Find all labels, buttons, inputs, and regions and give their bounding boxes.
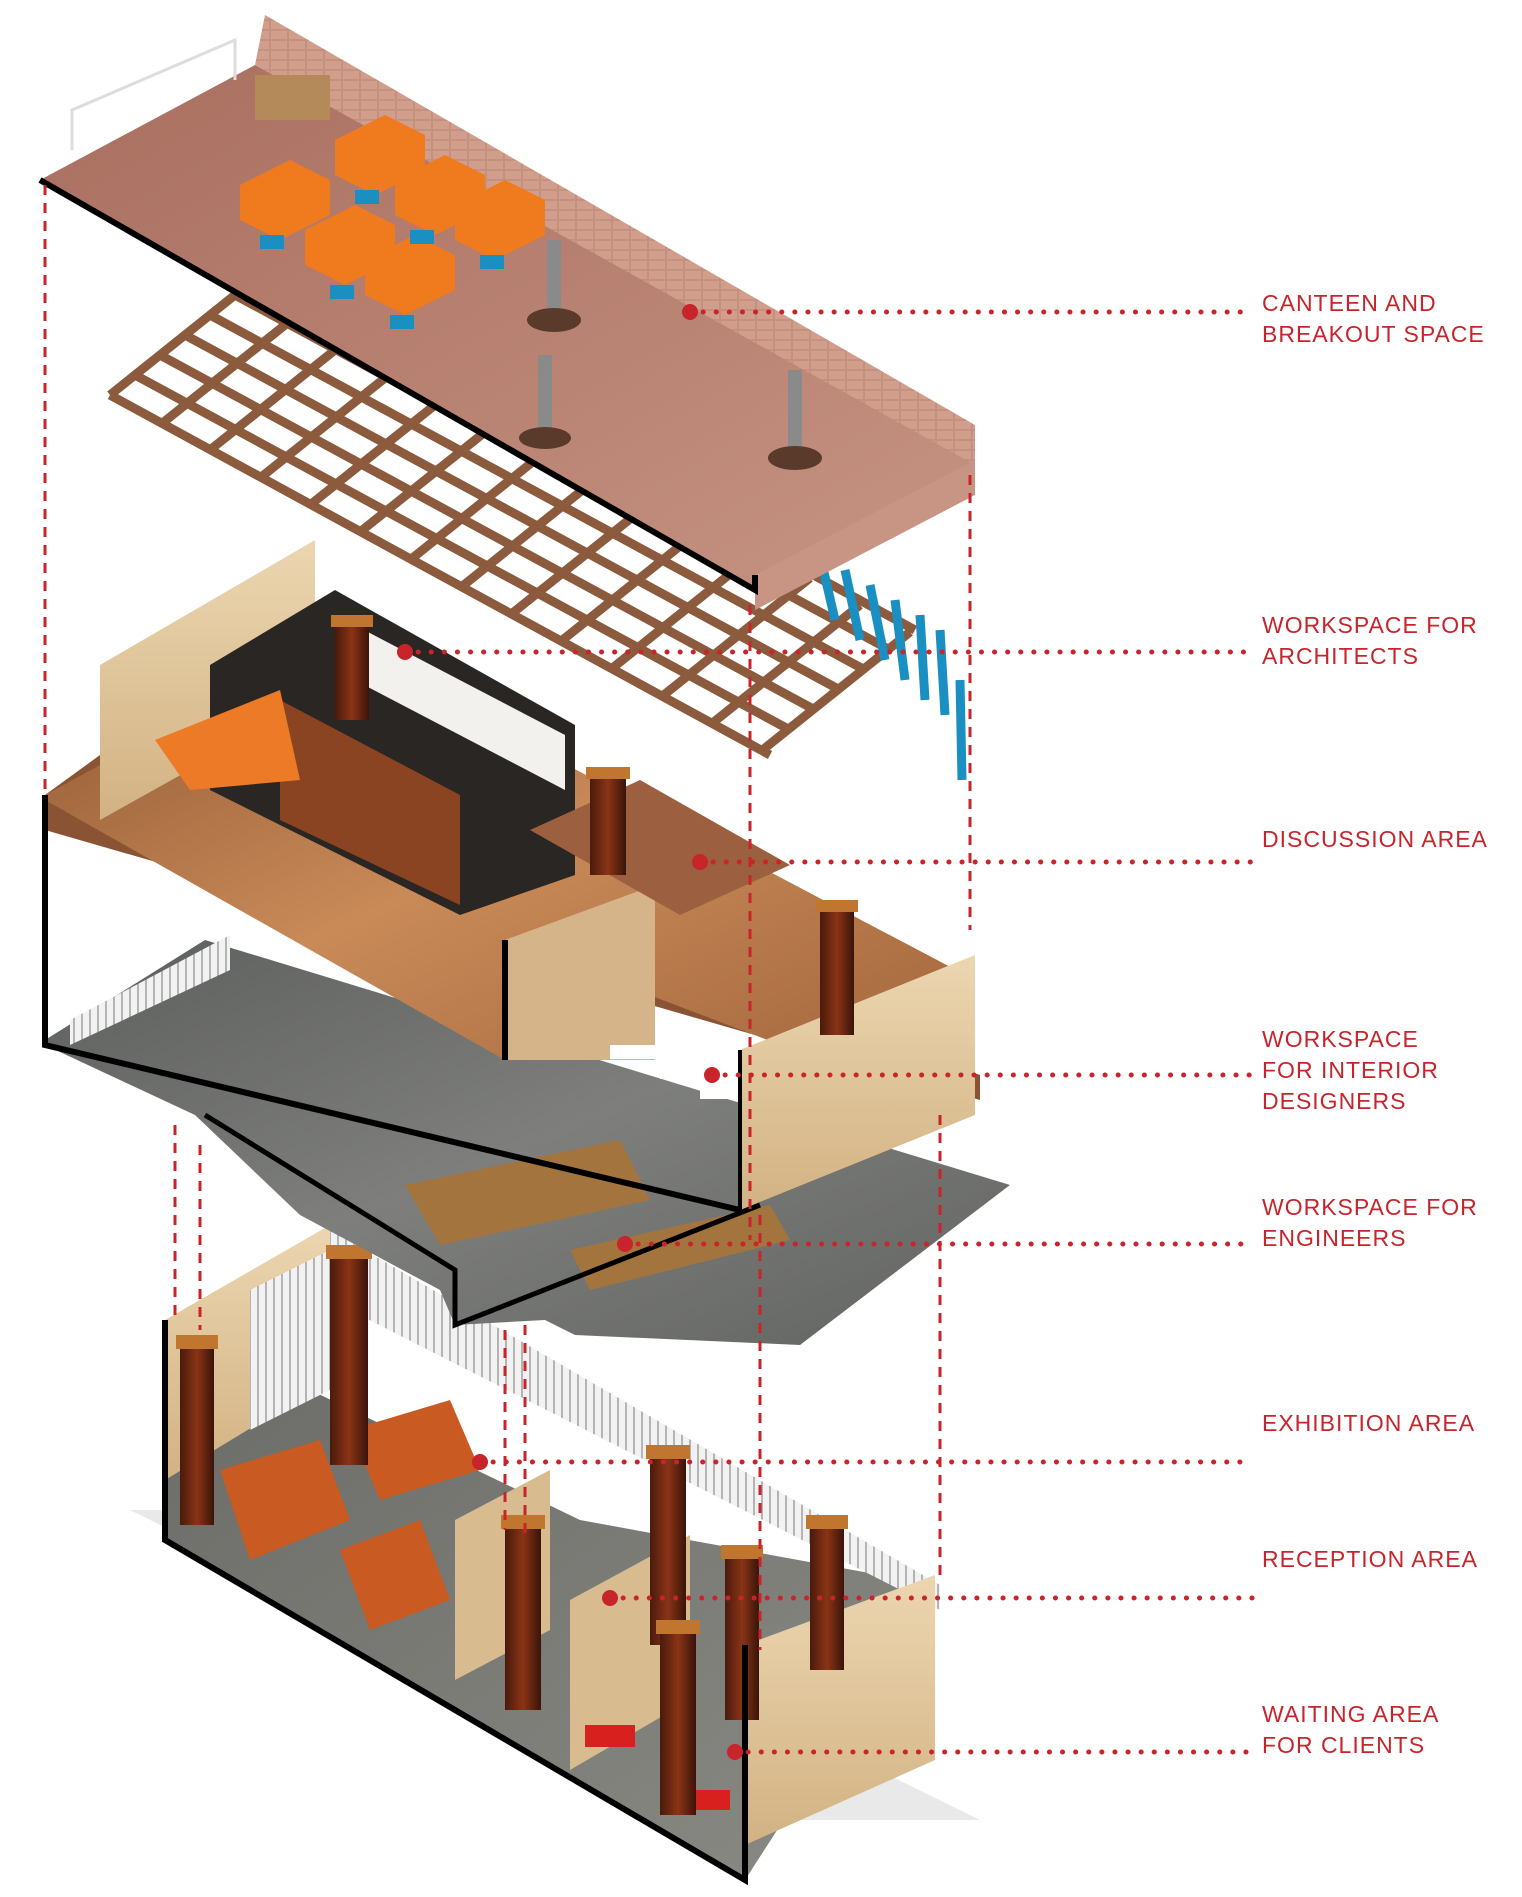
exhibition-sofa-2 xyxy=(350,1400,480,1500)
waiting-bench-2 xyxy=(690,1790,730,1810)
middle-floor xyxy=(42,540,1010,1345)
label-line: DISCUSSION AREA xyxy=(1262,826,1488,852)
label-line: EXHIBITION AREA xyxy=(1262,1410,1476,1436)
discussion-left-wall xyxy=(100,540,315,820)
ground-floor-section-edge xyxy=(162,1320,748,1886)
ground-floor-right-wall xyxy=(745,1575,935,1845)
interior-column-cap xyxy=(816,900,858,912)
canteen-side-wall xyxy=(755,460,975,610)
label-discussion: DISCUSSION AREA xyxy=(1262,824,1512,855)
engineers-wood-slab xyxy=(405,1140,650,1245)
label-line: ARCHITECTS xyxy=(1262,643,1419,669)
architects-column-cap xyxy=(331,615,373,627)
column xyxy=(650,1455,686,1645)
discussion-column xyxy=(590,775,626,875)
label-line: FOR CLIENTS xyxy=(1262,1732,1426,1758)
label-exhibition: EXHIBITION AREA xyxy=(1262,1408,1512,1439)
interior-designers-partition xyxy=(505,885,655,1060)
canteen-counter xyxy=(255,75,330,120)
column xyxy=(505,1525,541,1710)
label-line: ENGINEERS xyxy=(1262,1225,1407,1251)
interior-column xyxy=(820,910,854,1035)
leader-dots xyxy=(397,304,743,1760)
interior-designers-right-wall xyxy=(740,955,975,1210)
glass-screen-wall xyxy=(330,1230,940,1610)
label-line: WORKSPACE xyxy=(1262,1026,1419,1052)
orange-curve-wall xyxy=(155,690,300,790)
top-floor xyxy=(38,15,975,610)
label-line: WAITING AREA xyxy=(1262,1701,1440,1727)
meeting-box-wood-face xyxy=(280,700,460,905)
engineers-wood-slab-2 xyxy=(570,1205,790,1290)
architects-column xyxy=(335,625,369,720)
engineers-rear-glass xyxy=(70,935,230,1045)
ground-floor xyxy=(130,1225,980,1886)
label-waiting: WAITING AREA FOR CLIENTS xyxy=(1262,1699,1512,1761)
label-line: DESIGNERS xyxy=(1262,1088,1407,1114)
dashed-projection-lines xyxy=(43,185,972,1650)
glass-screen-wall-rear xyxy=(250,1250,330,1430)
label-line: WORKSPACE FOR xyxy=(1262,612,1478,638)
waiting-bench xyxy=(585,1725,635,1747)
column-caps xyxy=(176,1245,848,1634)
label-reception: RECEPTION AREA xyxy=(1262,1544,1512,1575)
canteen-railing xyxy=(70,37,237,150)
leader-lines xyxy=(402,309,1255,1755)
column xyxy=(810,1525,844,1670)
label-engineers: WORKSPACE FOR ENGINEERS xyxy=(1262,1192,1512,1254)
canteen-section-edge xyxy=(38,177,758,596)
label-line: BREAKOUT SPACE xyxy=(1262,321,1485,347)
black-meeting-box xyxy=(210,590,575,915)
orange-pods xyxy=(240,115,545,315)
canteen-columns xyxy=(519,240,822,470)
middle-floor-section-edge xyxy=(42,795,741,1213)
label-interior: WORKSPACE FOR INTERIOR DESIGNERS xyxy=(1262,1024,1512,1117)
label-line: CANTEEN AND xyxy=(1262,290,1437,316)
reception-sofa xyxy=(340,1520,450,1630)
label-canteen: CANTEEN AND BREAKOUT SPACE xyxy=(1262,288,1512,350)
exhibition-sofa xyxy=(220,1440,350,1560)
column xyxy=(660,1630,696,1815)
designer-desks xyxy=(610,1045,740,1099)
column xyxy=(330,1255,368,1465)
blue-seats xyxy=(260,190,504,329)
column xyxy=(180,1345,214,1525)
meeting-box-window xyxy=(345,620,565,790)
canteen-rear-wall xyxy=(255,15,975,470)
label-line: RECEPTION AREA xyxy=(1262,1546,1478,1572)
label-line: WORKSPACE FOR xyxy=(1262,1194,1478,1220)
label-line: FOR INTERIOR xyxy=(1262,1057,1439,1083)
discussion-column-cap xyxy=(586,767,630,779)
label-architects: WORKSPACE FOR ARCHITECTS xyxy=(1262,610,1512,672)
engineers-section-edge xyxy=(203,1112,761,1329)
